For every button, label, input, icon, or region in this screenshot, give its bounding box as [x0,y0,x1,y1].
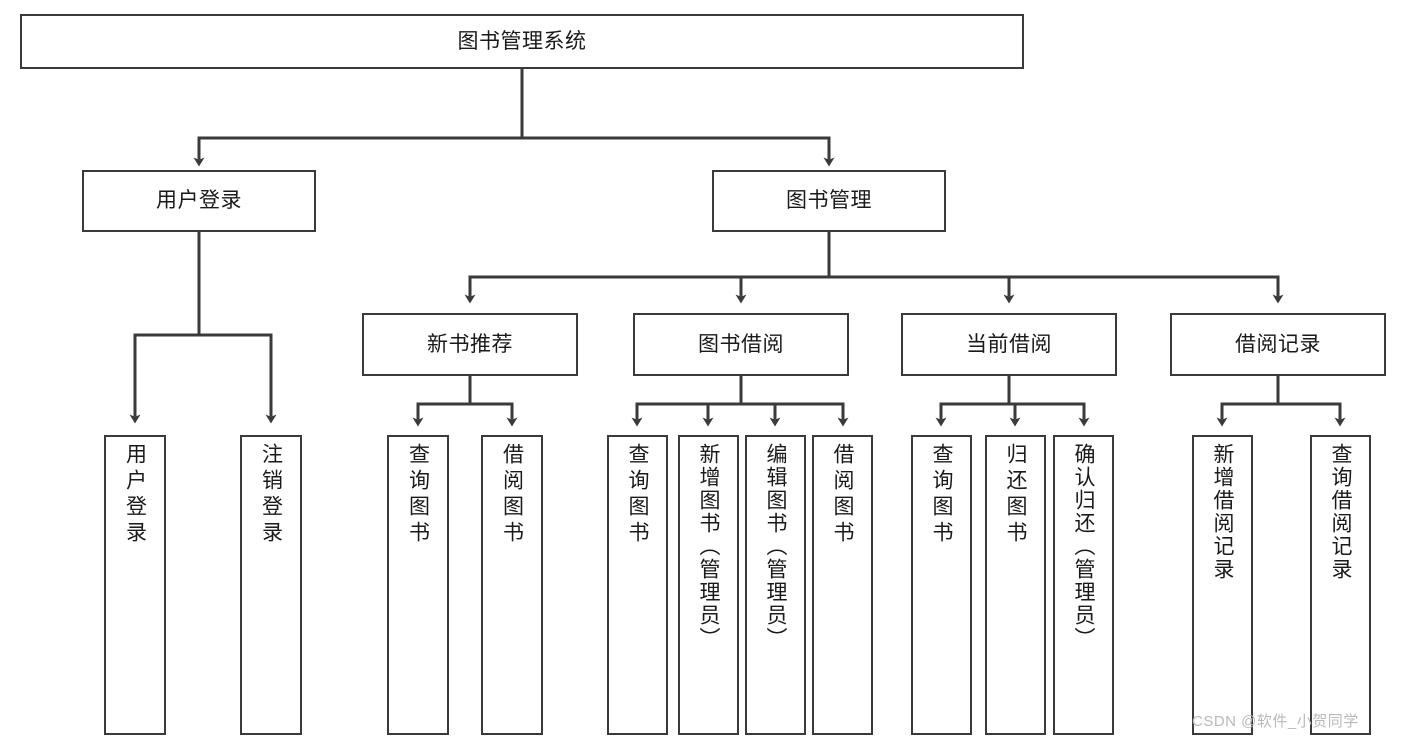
node-leaf-user-login[interactable]: 用户登录 [104,435,166,735]
node-book-borrow-label: 图书借阅 [698,332,784,356]
node-leaf-borrow-book-1-label: 借阅图书 [500,443,524,547]
connector-group-book-manage [464,230,1284,304]
node-book-borrow[interactable]: 图书借阅 [633,313,849,376]
node-borrow-record[interactable]: 借阅记录 [1170,313,1386,376]
node-leaf-add-book[interactable]: 新增图书（管理员） [678,435,739,735]
node-leaf-query-record[interactable]: 查询借阅记录 [1310,435,1371,735]
node-current-borrow[interactable]: 当前借阅 [901,313,1117,376]
connector-group-user-login [129,230,277,424]
node-leaf-return-book[interactable]: 归还图书 [985,435,1046,735]
node-leaf-confirm-return-label: 确认归还（管理员） [1072,443,1095,650]
node-leaf-add-book-label: 新增图书（管理员） [697,443,720,650]
connector-group-borrow-record [1216,374,1346,427]
node-leaf-query-book-3-label: 查询图书 [930,443,953,547]
node-current-borrow-label: 当前借阅 [966,332,1052,356]
connector-group-book-borrow [631,374,849,427]
node-leaf-borrow-book-2[interactable]: 借阅图书 [812,435,873,735]
node-leaf-borrow-book-1[interactable]: 借阅图书 [481,435,543,735]
connector-group-root [193,67,835,167]
node-leaf-add-record-label: 新增借阅记录 [1211,443,1234,581]
node-leaf-user-logout[interactable]: 注销登录 [240,435,302,735]
node-book-manage[interactable]: 图书管理 [712,170,946,232]
node-borrow-record-label: 借阅记录 [1235,332,1321,356]
node-leaf-edit-book[interactable]: 编辑图书（管理员） [745,435,806,735]
connector-group-new-book-recommend [412,374,518,427]
node-user-login-label: 用户登录 [156,189,242,213]
connector-group-current-borrow [935,374,1090,427]
node-leaf-query-record-label: 查询借阅记录 [1329,443,1352,581]
node-leaf-edit-book-label: 编辑图书（管理员） [764,443,787,650]
node-user-login[interactable]: 用户登录 [82,170,316,232]
node-leaf-query-book-3[interactable]: 查询图书 [911,435,972,735]
node-leaf-user-logout-label: 注销登录 [259,443,283,547]
node-leaf-return-book-label: 归还图书 [1004,443,1027,547]
node-leaf-confirm-return[interactable]: 确认归还（管理员） [1053,435,1114,735]
node-leaf-borrow-book-2-label: 借阅图书 [831,443,854,547]
node-leaf-query-book-1-label: 查询图书 [406,443,430,547]
node-leaf-query-book-2[interactable]: 查询图书 [607,435,668,735]
node-leaf-query-book-2-label: 查询图书 [626,443,649,547]
node-leaf-add-record[interactable]: 新增借阅记录 [1192,435,1253,735]
node-leaf-query-book-1[interactable]: 查询图书 [387,435,449,735]
node-root[interactable]: 图书管理系统 [20,14,1024,69]
node-book-manage-label: 图书管理 [786,189,872,213]
node-new-book-recommend[interactable]: 新书推荐 [362,313,578,376]
node-root-label: 图书管理系统 [457,29,587,53]
node-new-book-recommend-label: 新书推荐 [427,332,513,356]
node-leaf-user-login-label: 用户登录 [123,443,147,547]
